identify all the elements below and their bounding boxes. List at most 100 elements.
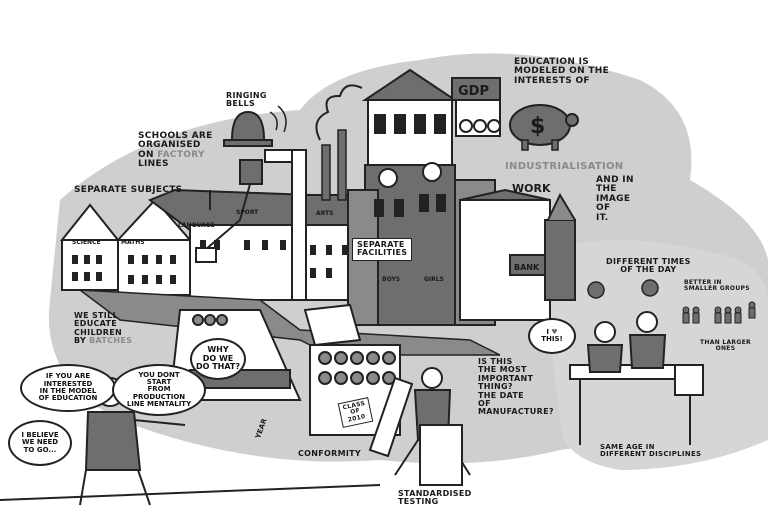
than-larger-line-2: ONES	[715, 345, 736, 353]
schools-organised-label: SCHOOLS ARE ORGANISED ON FACTORY LINES	[138, 131, 213, 170]
we-still-educate-by: BY	[74, 336, 87, 346]
separate-facilities-line-1: SEPARATE	[357, 240, 405, 249]
if-you-are-line-3: IN THE MODEL	[39, 387, 97, 395]
i-love-this-bubble: I ♥ THIS!	[528, 318, 576, 354]
i-love-this-line-2: THIS!	[541, 335, 563, 343]
same-age-line-1: SAME AGE IN	[600, 443, 655, 451]
sign-boys: BOYS	[382, 276, 400, 283]
sign-work: WORK	[512, 182, 551, 195]
is-this-line-4: THING?	[478, 382, 513, 392]
gdp-machine	[451, 77, 501, 137]
conformity-label: CONFORMITY	[298, 449, 361, 458]
is-this-line-1: IS THIS	[478, 357, 513, 366]
is-this-line-7: MANUFACTURE?	[478, 407, 554, 417]
is-this-line-6: OF	[478, 398, 491, 408]
i-believe-line-2: WE NEED	[21, 438, 59, 447]
education-modeled-label: EDUCATION IS MODELED ON THE INTERESTS OF	[514, 57, 610, 86]
sign-gdp: GDP	[458, 84, 489, 99]
and-in-image-line-1: AND IN	[596, 175, 634, 185]
is-this-line-5: THE DATE	[478, 390, 524, 400]
different-times-line-2: OF THE DAY	[620, 265, 677, 275]
education-modeled-line-2: MODELED ON THE	[514, 66, 610, 77]
sign-sport: SPORT	[236, 209, 259, 216]
ringing-bells-label: RINGING BELLS	[226, 91, 267, 109]
different-times-line-1: DIFFERENT TIMES	[606, 257, 691, 266]
is-this-label: IS THIS THE MOST IMPORTANT THING? THE DA…	[478, 357, 554, 417]
production-line-machinery	[195, 149, 307, 301]
is-this-line-2: THE MOST	[478, 365, 527, 375]
sign-language: LANGUAGE	[178, 222, 215, 229]
standardised-testing-label: STANDARDISED TESTING	[398, 489, 472, 507]
dollar-icon: $	[530, 114, 545, 139]
i-believe-line-3: TO GO...	[23, 445, 57, 454]
why-do-we-bubble: WHY DO WE DO THAT?	[190, 338, 246, 380]
classroom-table	[569, 311, 704, 445]
if-you-are-bubble: IF YOU ARE INTERESTED IN THE MODEL OF ED…	[20, 364, 116, 412]
i-love-this-line-1: I ♥	[541, 327, 562, 336]
separate-subjects-label: SEPARATE SUBJECTS	[74, 185, 183, 195]
ruler-icon	[0, 376, 414, 501]
and-in-image-line-5: IT.	[596, 212, 609, 223]
than-larger-label: THAN LARGER ONES	[700, 339, 751, 353]
i-believe-bubble: I BELIEVE WE NEED TO GO...	[8, 420, 72, 466]
schools-organised-line-3: ON FACTORY	[138, 149, 213, 160]
batches-word: BATCHES	[89, 336, 133, 346]
schools-organised-line-2: ORGANISED	[138, 140, 201, 151]
sign-arts: ARTS	[316, 210, 333, 217]
smokestack-icon	[315, 84, 363, 201]
separate-facilities-line-2: FACILITIES	[357, 248, 408, 258]
schools-organised-line-1: SCHOOLS ARE	[138, 131, 213, 141]
we-still-educate-label: WE STILL EDUCATE CHILDREN BY BATCHES	[74, 311, 133, 346]
you-dont-start-line-4: PRODUCTION	[132, 392, 186, 401]
better-smaller-line-1: BETTER IN	[684, 279, 722, 286]
sign-girls: GIRLS	[424, 276, 444, 283]
we-still-educate-line-4: BY BATCHES	[74, 336, 133, 346]
seated-man-figure	[394, 367, 471, 486]
group-figures	[682, 301, 756, 324]
you-dont-start-line-3: FROM	[147, 385, 171, 394]
same-age-label: SAME AGE IN DIFFERENT DISCIPLINES	[600, 443, 702, 459]
standardised-testing-line-1: STANDARDISED	[398, 489, 472, 498]
industrialisation-label: INDUSTRIALISATION	[505, 161, 624, 172]
different-times-label: DIFFERENT TIMES OF THE DAY	[606, 257, 691, 275]
and-in-image-line-4: OF	[596, 203, 611, 214]
if-you-are-line-1: IF YOU ARE	[45, 372, 91, 381]
bell-icon	[223, 105, 287, 147]
ringing-bells-line-2: BELLS	[226, 99, 256, 109]
ringing-bells-line-1: RINGING	[226, 91, 267, 100]
factory-word: FACTORY	[157, 149, 205, 160]
if-you-are-line-2: INTERESTED	[43, 379, 93, 388]
if-you-are-line-4: OF EDUCATION	[38, 394, 98, 403]
i-believe-line-1: I BELIEVE	[21, 430, 59, 439]
why-do-we-line-1: WHY	[207, 345, 229, 355]
heart-icon: ♥	[551, 327, 558, 336]
we-still-educate-line-3: CHILDREN	[74, 327, 123, 337]
i-love-this-i: I	[546, 327, 549, 336]
clock-icon	[378, 168, 398, 188]
you-dont-start-line-2: START	[146, 377, 172, 386]
and-in-image-line-3: IMAGE	[596, 193, 631, 204]
and-in-image-line-2: THE	[596, 184, 617, 195]
and-in-image-label: AND IN THE IMAGE OF IT.	[596, 175, 634, 223]
same-age-line-2: DIFFERENT DISCIPLINES	[600, 450, 702, 459]
times-of-day-icons	[587, 279, 659, 299]
factory-windows	[72, 240, 348, 284]
better-smaller-label: BETTER IN SMALLER GROUPS	[684, 279, 750, 293]
education-modeled-line-1: EDUCATION IS	[514, 57, 590, 67]
why-do-we-line-3: DO THAT?	[195, 362, 241, 372]
you-dont-start-line-5: LINE MENTALITY	[126, 400, 192, 409]
schools-organised-on: ON	[138, 149, 154, 160]
you-dont-start-bubble: YOU DONT START FROM PRODUCTION LINE MENT…	[112, 364, 206, 416]
separate-facilities-sign: SEPARATE FACILITIES	[352, 238, 413, 261]
is-this-line-3: IMPORTANT	[478, 373, 534, 383]
why-do-we-line-2: DO WE	[202, 353, 234, 363]
education-modeled-line-3: INTERESTS OF	[514, 75, 590, 86]
sign-bank: BANK	[514, 263, 540, 272]
we-still-educate-line-1: WE STILL	[74, 311, 118, 320]
better-smaller-line-2: SMALLER GROUPS	[684, 285, 750, 293]
we-still-educate-line-2: EDUCATE	[74, 319, 118, 329]
you-dont-start-line-1: YOU DONT	[138, 370, 180, 379]
schools-organised-line-4: LINES	[138, 159, 169, 170]
bank-building	[459, 188, 576, 321]
